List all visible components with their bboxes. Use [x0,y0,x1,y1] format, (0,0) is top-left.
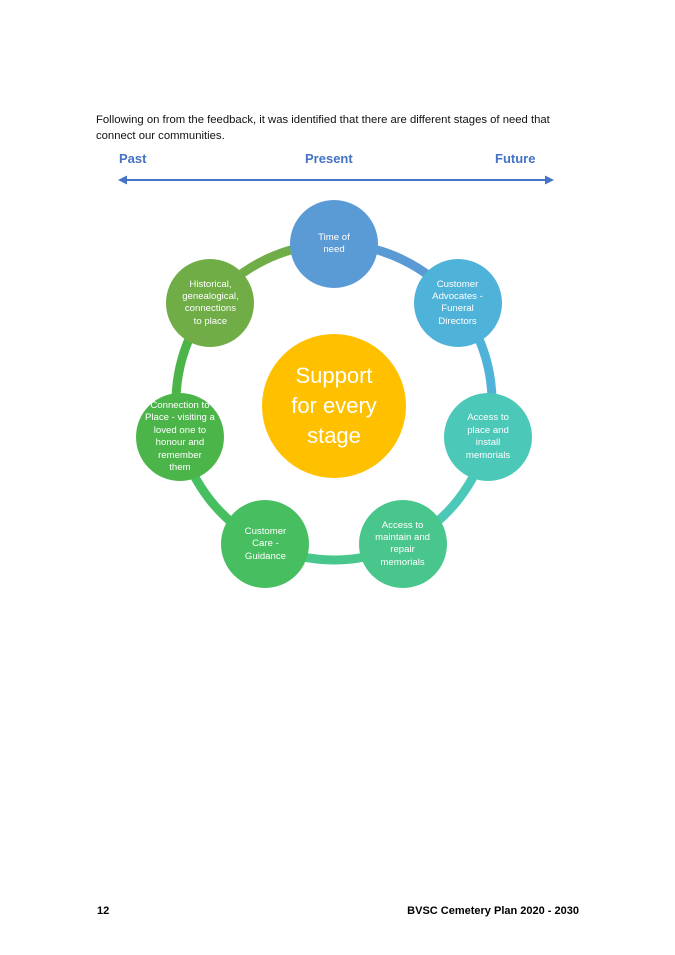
timeline-label-past: Past [119,151,147,166]
document-title: BVSC Cemetery Plan 2020 - 2030 [407,905,579,917]
stage-node: Customer Advocates - Funeral Directors [413,259,502,348]
timeline-arrow [118,175,554,185]
stage-node: Connection to Place - visiting a loved o… [135,393,224,482]
stage-node: Access to place and install memorials [444,393,533,482]
timeline-label-future: Future [495,151,536,166]
intro-paragraph: Following on from the feedback, it was i… [96,114,550,142]
timeline-label-present: Present [305,151,353,166]
page-number: 12 [97,905,110,917]
stage-node: Access to maintain and repair memorials [358,500,447,589]
stage-node: Customer Care - Guidance [221,500,310,589]
stage-node: Time of need [290,200,378,288]
stage-node: Historical, genealogical, connections to… [166,259,255,348]
center-circle: Support for every stage [262,334,406,478]
